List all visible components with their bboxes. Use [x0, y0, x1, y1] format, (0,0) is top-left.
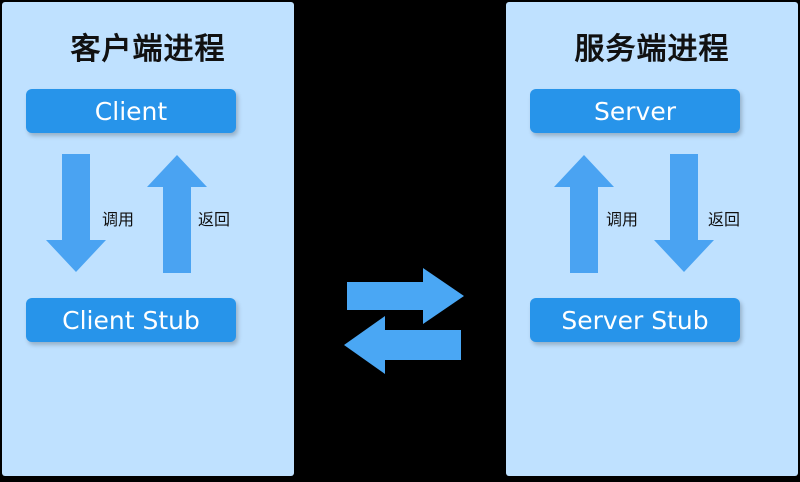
- server-stub-node: Server Stub: [530, 298, 740, 342]
- client-call-label: 调用: [102, 210, 135, 229]
- server-call-label: 调用: [606, 210, 639, 229]
- exchange-swap-arrows-icon: [344, 268, 464, 374]
- client-process-title: 客户端进程: [70, 32, 226, 67]
- client-stub-node: Client Stub: [26, 298, 236, 342]
- server-process-title: 服务端进程: [574, 32, 730, 67]
- client-node: Client: [26, 89, 236, 133]
- client-process-panel: 客户端进程 Client 调用 返回 Client Stub: [2, 2, 294, 476]
- client-return-label: 返回: [198, 210, 231, 229]
- server-process-panel: 服务端进程 Server 调用 返回 Server Stub: [506, 2, 798, 476]
- server-return-label: 返回: [708, 210, 741, 229]
- server-call-arrow-up-icon: [554, 155, 614, 273]
- server-node: Server: [530, 89, 740, 133]
- server-return-arrow-down-icon: [654, 154, 714, 272]
- client-call-arrow-down-icon: [46, 154, 106, 272]
- client-return-arrow-up-icon: [147, 155, 207, 273]
